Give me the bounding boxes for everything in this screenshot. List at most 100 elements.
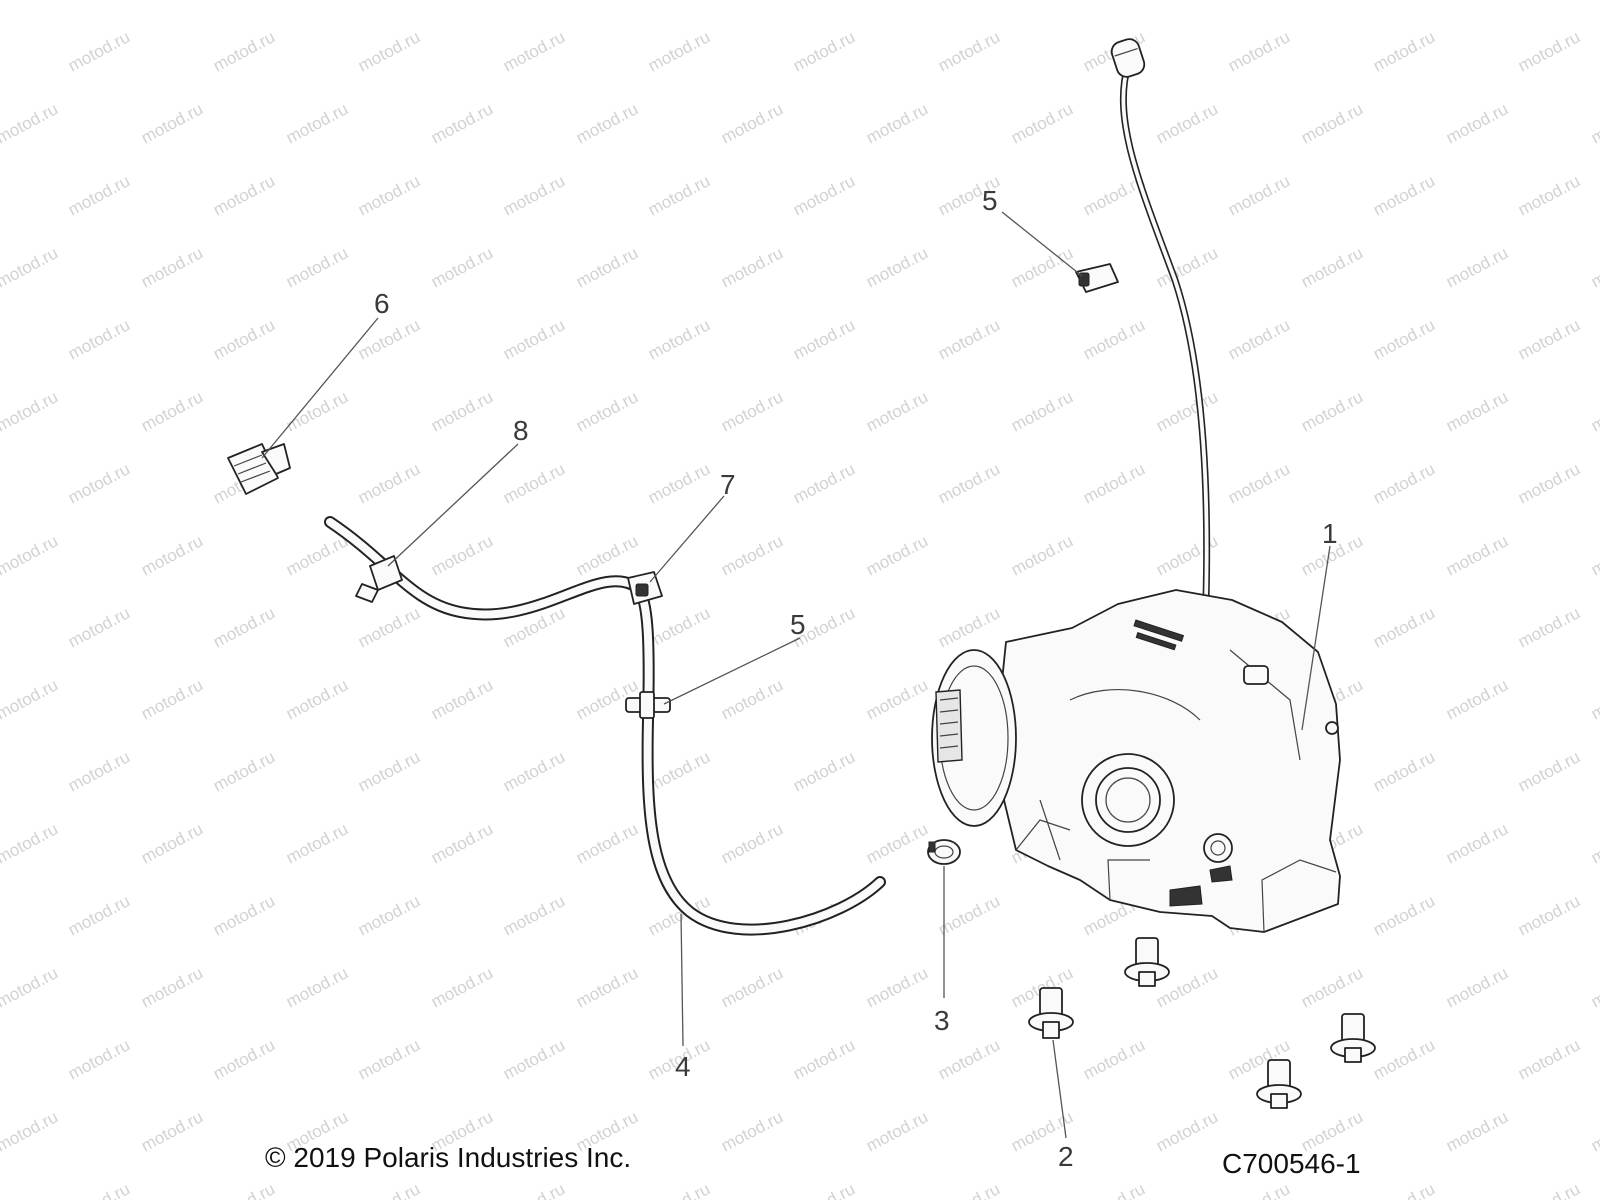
watermark-text: motod.ru bbox=[573, 387, 641, 435]
watermark-text: motod.ru bbox=[790, 315, 858, 363]
watermark-text: motod.ru bbox=[1443, 387, 1511, 435]
part-2-bolt-3 bbox=[1256, 1059, 1302, 1109]
leader-6 bbox=[261, 317, 379, 459]
watermark-text: motod.ru bbox=[1153, 1107, 1221, 1155]
watermark-text: motod.ru bbox=[935, 27, 1003, 75]
watermark-text: motod.ru bbox=[573, 243, 641, 291]
watermark-text: motod.ru bbox=[1443, 0, 1511, 4]
watermark-text: motod.ru bbox=[935, 459, 1003, 507]
leader-2 bbox=[1052, 1039, 1067, 1139]
watermark-text: motod.ru bbox=[1588, 99, 1600, 147]
watermark-text: motod.ru bbox=[65, 747, 133, 795]
watermark-text: motod.ru bbox=[573, 99, 641, 147]
watermark-text: motod.ru bbox=[863, 819, 931, 867]
watermark-text: motod.ru bbox=[863, 1107, 931, 1155]
watermark-text: motod.ru bbox=[283, 0, 351, 4]
watermark-text: motod.ru bbox=[1298, 963, 1366, 1011]
watermark-text: motod.ru bbox=[138, 387, 206, 435]
part-5-clip-upper bbox=[1075, 263, 1119, 293]
watermark-text: motod.ru bbox=[863, 387, 931, 435]
watermark-text: motod.ru bbox=[1370, 891, 1438, 939]
watermark-text: motod.ru bbox=[138, 819, 206, 867]
watermark-text: motod.ru bbox=[1588, 0, 1600, 4]
watermark-text: motod.ru bbox=[790, 1179, 858, 1200]
watermark-text: motod.ru bbox=[1443, 243, 1511, 291]
part-3-clamp bbox=[927, 839, 961, 865]
watermark-text: motod.ru bbox=[645, 459, 713, 507]
callout-2: 2 bbox=[1058, 1141, 1074, 1172]
watermark-text: motod.ru bbox=[790, 27, 858, 75]
watermark-text: motod.ru bbox=[1225, 171, 1293, 219]
watermark-text: motod.ru bbox=[0, 99, 61, 147]
watermark-text: motod.ru bbox=[355, 171, 423, 219]
watermark-text: motod.ru bbox=[1370, 315, 1438, 363]
watermark-text: motod.ru bbox=[718, 1107, 786, 1155]
watermark-text: motod.ru bbox=[138, 0, 206, 4]
watermark-text: motod.ru bbox=[1370, 1035, 1438, 1083]
watermark-text: motod.ru bbox=[1080, 1179, 1148, 1200]
watermark-text: motod.ru bbox=[0, 531, 61, 579]
watermark-text: motod.ru bbox=[718, 819, 786, 867]
callout-3: 3 bbox=[934, 1005, 950, 1036]
vent-tube-assembly bbox=[1110, 38, 1211, 604]
watermark-text: motod.ru bbox=[935, 1035, 1003, 1083]
part-7-clip bbox=[627, 571, 663, 605]
leader-8 bbox=[387, 443, 519, 567]
leader-5-upper bbox=[1001, 211, 1083, 277]
watermark-text: motod.ru bbox=[428, 819, 496, 867]
watermark-text: motod.ru bbox=[65, 603, 133, 651]
callout-8: 8 bbox=[513, 415, 529, 446]
watermark-text: motod.ru bbox=[65, 459, 133, 507]
watermark-text: motod.ru bbox=[428, 0, 496, 4]
watermark-text: motod.ru bbox=[283, 963, 351, 1011]
watermark-text: motod.ru bbox=[1298, 0, 1366, 4]
watermark-text: motod.ru bbox=[935, 315, 1003, 363]
watermark-text: motod.ru bbox=[1588, 819, 1600, 867]
watermark-text: motod.ru bbox=[863, 99, 931, 147]
watermark-text: motod.ru bbox=[500, 459, 568, 507]
watermark-text: motod.ru bbox=[1370, 27, 1438, 75]
watermark-text: motod.ru bbox=[863, 675, 931, 723]
watermark-text: motod.ru bbox=[428, 963, 496, 1011]
watermark-text: motod.ru bbox=[645, 603, 713, 651]
watermark-text: motod.ru bbox=[573, 963, 641, 1011]
watermark-text: motod.ru bbox=[283, 243, 351, 291]
watermark-text: motod.ru bbox=[428, 387, 496, 435]
watermark-text: motod.ru bbox=[1515, 891, 1583, 939]
watermark-text: motod.ru bbox=[1298, 99, 1366, 147]
watermark-text: motod.ru bbox=[573, 0, 641, 4]
callout-7: 7 bbox=[720, 469, 736, 500]
watermark-text: motod.ru bbox=[718, 243, 786, 291]
leader-5-lower bbox=[663, 637, 801, 705]
callout-5-lower: 5 bbox=[790, 609, 806, 640]
watermark-text: motod.ru bbox=[355, 747, 423, 795]
watermark-text: motod.ru bbox=[1153, 531, 1221, 579]
callout-labels: 1 2 3 4 5 5 6 7 8 bbox=[374, 185, 1338, 1172]
watermark-text: motod.ru bbox=[0, 387, 61, 435]
watermark-text: motod.ru bbox=[65, 891, 133, 939]
illustration-code: C700546-1 bbox=[1222, 1148, 1361, 1179]
watermark-text: motod.ru bbox=[1298, 243, 1366, 291]
watermark-text: motod.ru bbox=[428, 99, 496, 147]
watermark-text: motod.ru bbox=[790, 459, 858, 507]
watermark-text: motod.ru bbox=[355, 27, 423, 75]
watermark-text: motod.ru bbox=[1515, 171, 1583, 219]
watermark-text: motod.ru bbox=[1225, 459, 1293, 507]
callout-5-upper: 5 bbox=[982, 185, 998, 216]
watermark-text: motod.ru bbox=[1080, 459, 1148, 507]
watermark-text: motod.ru bbox=[935, 891, 1003, 939]
watermark-text: motod.ru bbox=[210, 1179, 278, 1200]
watermark-text: motod.ru bbox=[718, 0, 786, 4]
watermark-text: motod.ru bbox=[1443, 819, 1511, 867]
watermark-text: motod.ru bbox=[1153, 99, 1221, 147]
watermark-text: motod.ru bbox=[283, 387, 351, 435]
part-2-bolt-4 bbox=[1330, 1013, 1376, 1063]
watermark-text: motod.ru bbox=[573, 531, 641, 579]
watermark-text: motod.ru bbox=[1443, 1107, 1511, 1155]
watermark-text: motod.ru bbox=[1443, 963, 1511, 1011]
watermark-text: motod.ru bbox=[65, 1035, 133, 1083]
watermark-text: motod.ru bbox=[428, 531, 496, 579]
watermark-text: motod.ru bbox=[500, 315, 568, 363]
watermark-text: motod.ru bbox=[355, 603, 423, 651]
